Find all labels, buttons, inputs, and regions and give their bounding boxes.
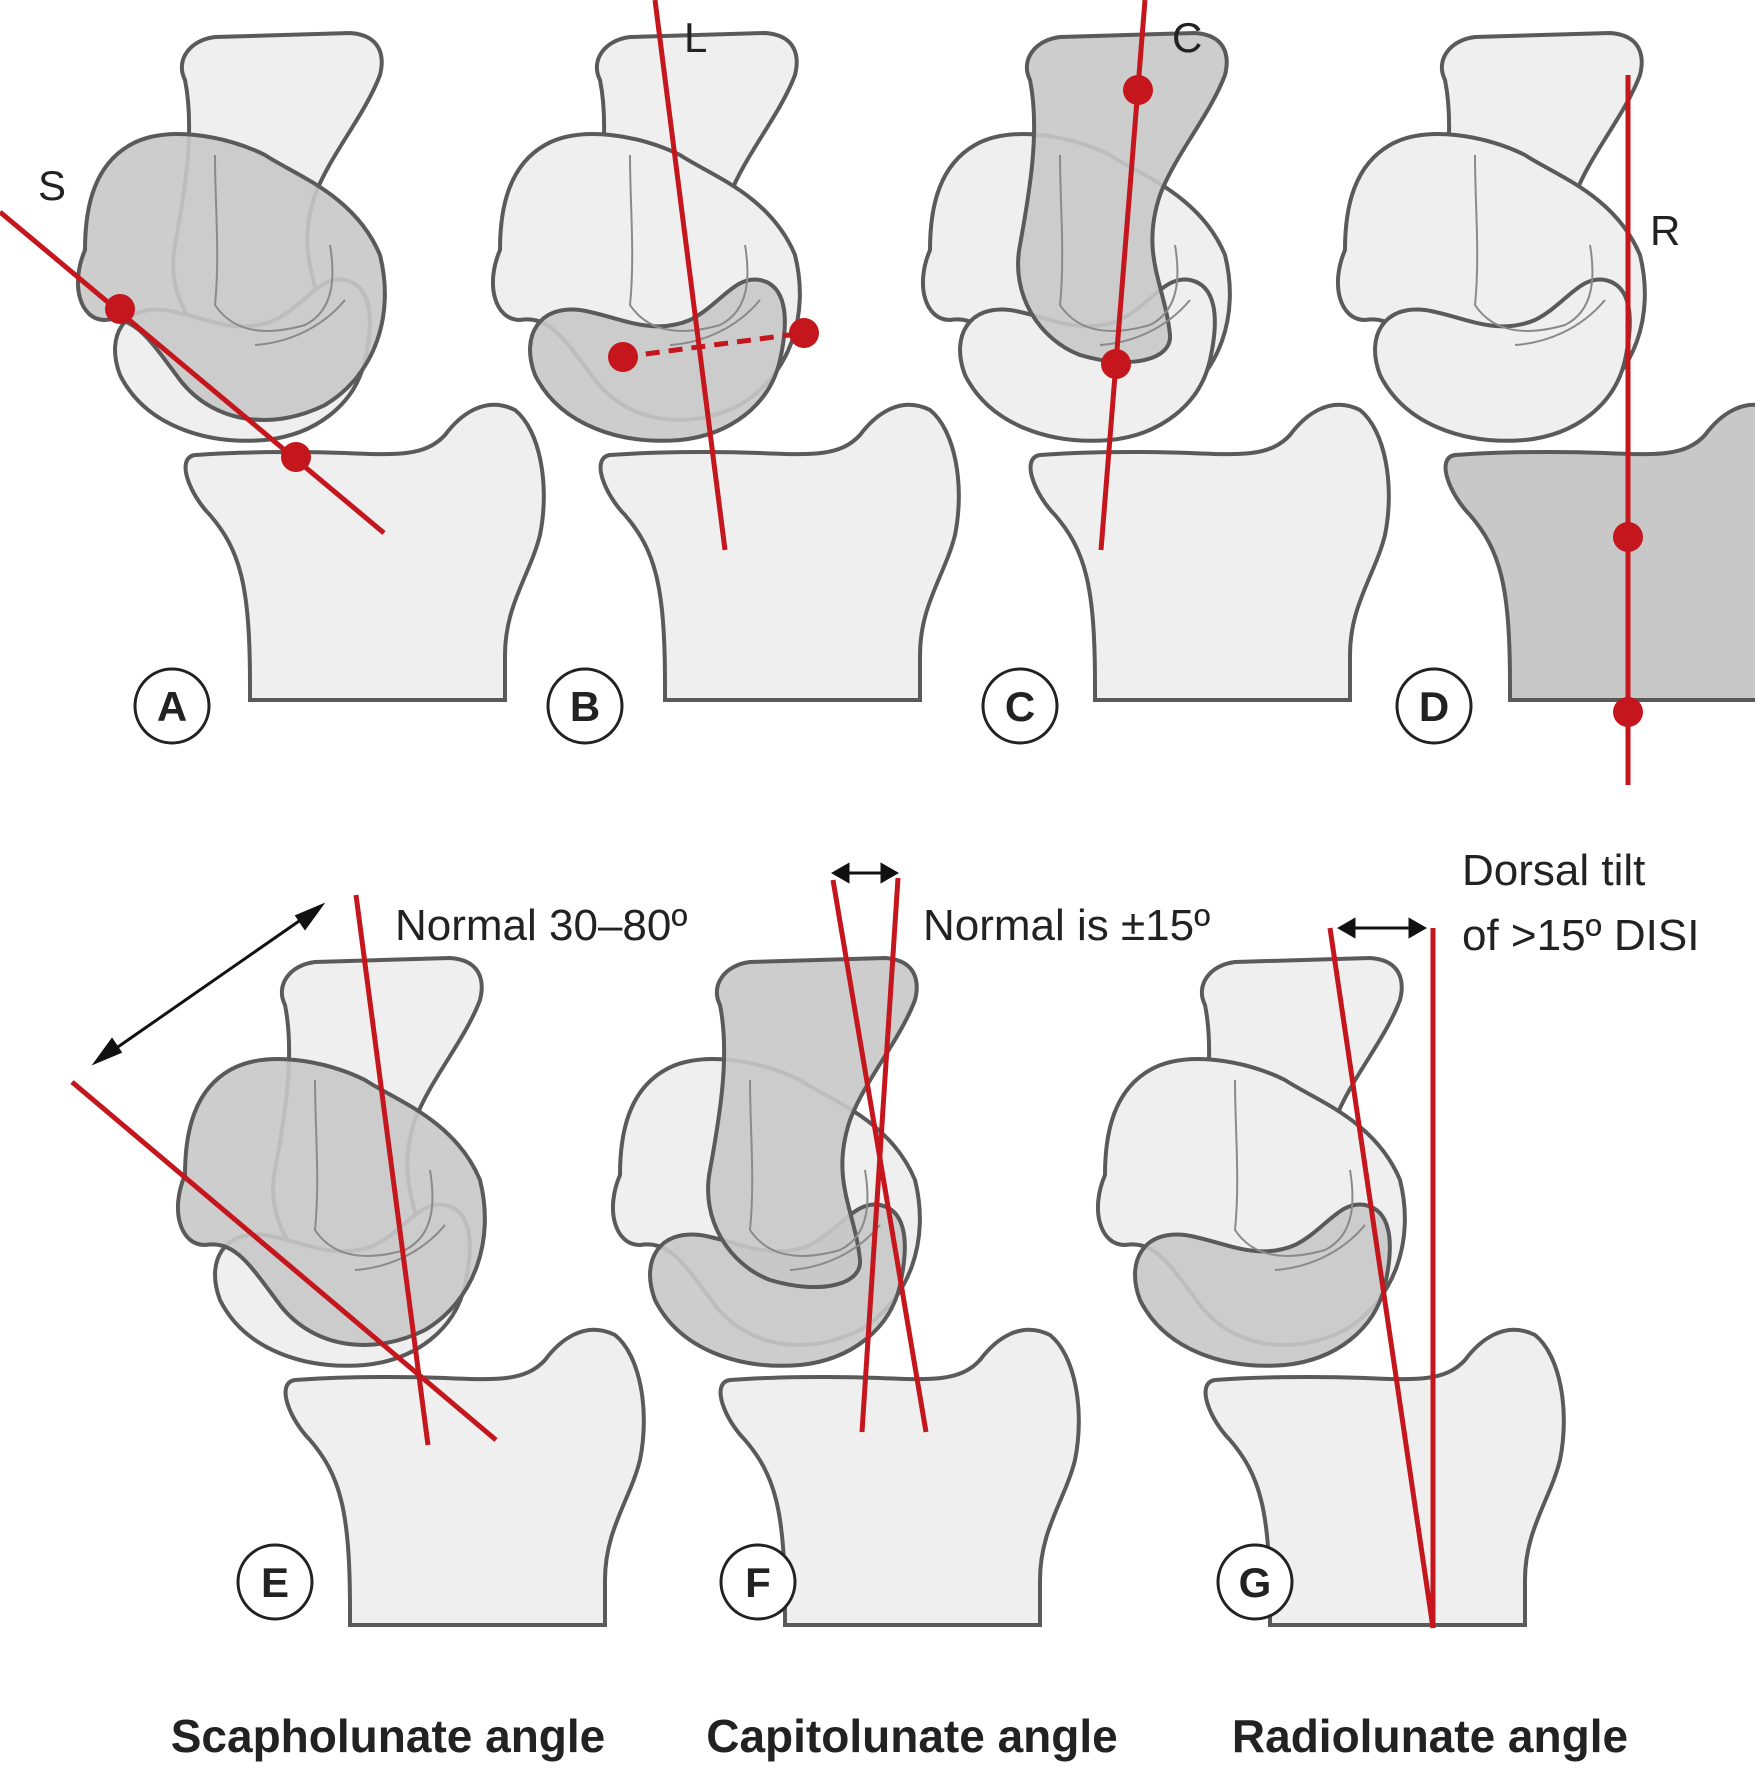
radius-axis-line [1613, 75, 1643, 785]
panel-c [920, 31, 1391, 702]
svg-text:F: F [745, 1559, 771, 1606]
svg-text:G: G [1239, 1559, 1272, 1606]
angle-tolerance-arrow [830, 862, 900, 884]
capitate-axis-line [1098, 0, 1153, 551]
panel-letter-g: G [1216, 1543, 1294, 1621]
panel-letter-b: B [546, 667, 624, 745]
svg-text:B: B [570, 683, 600, 730]
panel-d [1335, 31, 1755, 702]
panel-letter-c: C [981, 667, 1059, 745]
caption-radiolunate: Radiolunate angle [1232, 1710, 1628, 1762]
radius-proximal-point [1613, 697, 1643, 727]
scaphoid-axis-line [0, 210, 386, 535]
scaphoid-distal-point [281, 442, 311, 472]
panel-b [490, 31, 961, 702]
scaphoid-proximal-point [105, 294, 135, 324]
panel-letter-e: E [236, 1543, 314, 1621]
dorsal-tilt-note-line2: of >15º DISI [1462, 911, 1699, 960]
capitate-distal-point [1123, 75, 1153, 105]
scapholunate-angle-lines [70, 894, 498, 1446]
svg-text:C: C [1005, 683, 1035, 730]
svg-text:A: A [157, 683, 187, 730]
panel-g [1095, 956, 1566, 1627]
lunate-volar-point [608, 342, 638, 372]
radiolunate-angle-lines [1327, 927, 1436, 1629]
lunate-axis-line [608, 0, 819, 551]
panel-letter-f: F [719, 1543, 797, 1621]
lunate-tangent-dashed [622, 330, 805, 360]
svg-text:E: E [261, 1559, 289, 1606]
angle-range-arrow [91, 902, 326, 1066]
caption-capitolunate: Capitolunate angle [706, 1710, 1117, 1762]
lunate-dorsal-point [789, 318, 819, 348]
panel-a [75, 31, 546, 702]
line-label-r: R [1650, 207, 1680, 254]
line-label-c: C [1172, 14, 1202, 61]
panel-f [610, 956, 1081, 1627]
capitate-proximal-point [1101, 349, 1131, 379]
capitolunate-angle-lines [830, 877, 929, 1433]
svg-text:D: D [1419, 683, 1449, 730]
dorsal-tilt-note-line1: Dorsal tilt [1462, 846, 1645, 895]
panel-letter-d: D [1395, 667, 1473, 745]
radius-distal-point [1613, 522, 1643, 552]
dorsal-tilt-arrow [1336, 917, 1428, 939]
panel-e [175, 956, 646, 1627]
panel-letter-a: A [133, 667, 211, 745]
caption-scapholunate: Scapholunate angle [171, 1710, 606, 1762]
scapholunate-normal-note: Normal 30–80º [395, 901, 687, 950]
capitolunate-normal-note: Normal is ±15º [923, 901, 1210, 950]
line-label-l: L [684, 14, 707, 61]
line-label-s: S [38, 162, 66, 209]
